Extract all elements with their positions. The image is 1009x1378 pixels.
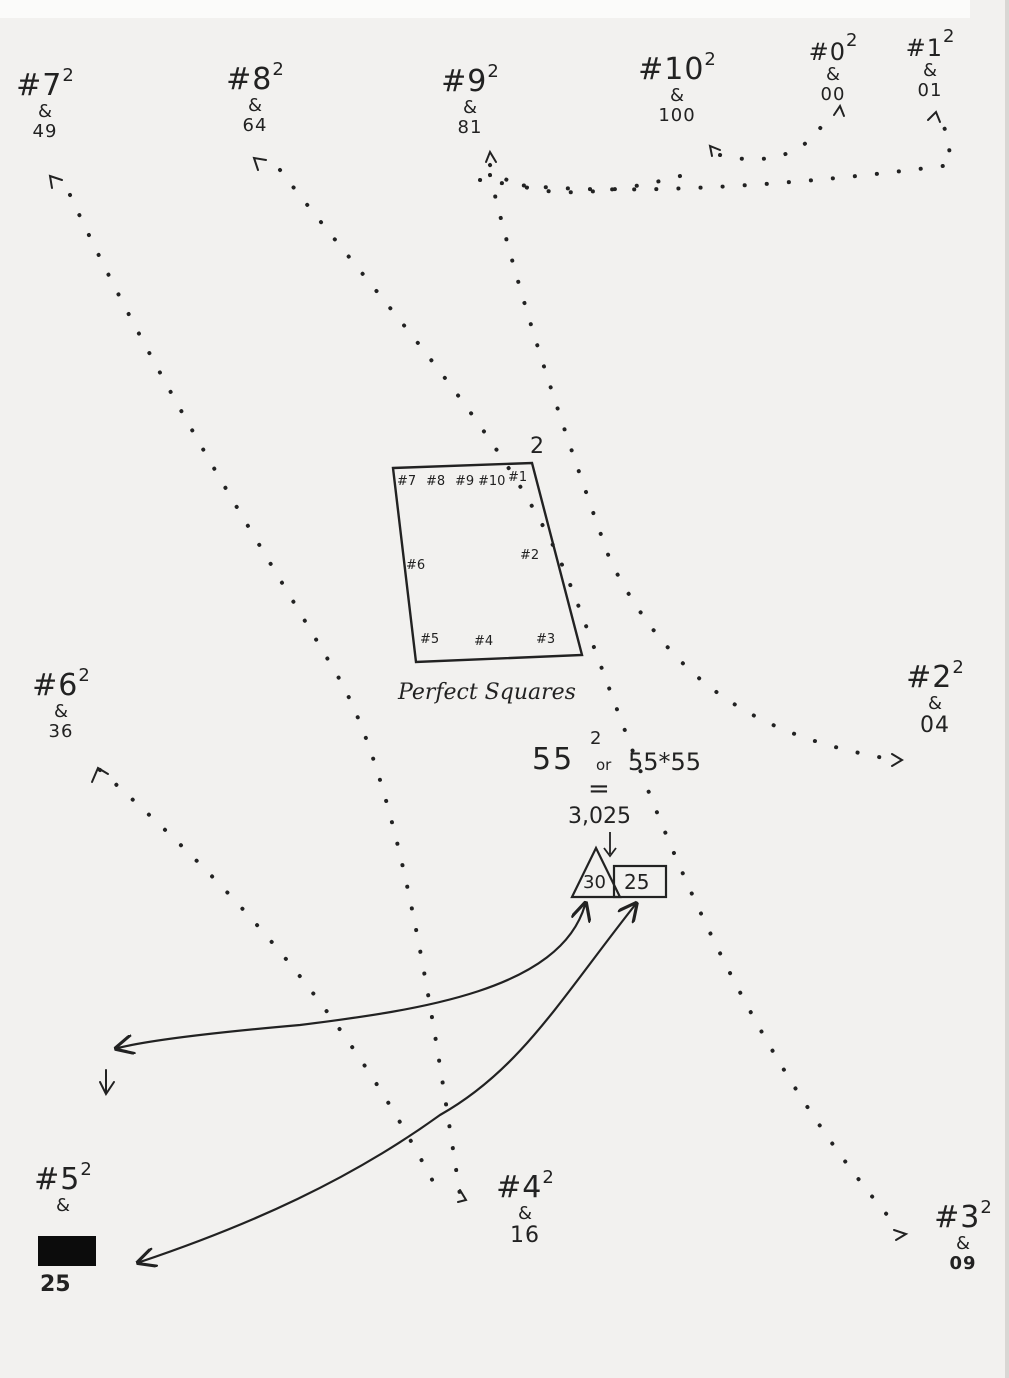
example-result: 3,025 bbox=[568, 804, 631, 829]
arrowhead-9 bbox=[485, 149, 497, 163]
node-2: #22 & 04 bbox=[906, 657, 964, 738]
path-top-loop bbox=[478, 108, 953, 192]
path-7-to-4 bbox=[68, 193, 462, 1197]
arrowhead-2 bbox=[891, 753, 904, 767]
box-label-2: #2 bbox=[520, 548, 540, 563]
example-equals: = bbox=[588, 774, 610, 804]
arrowhead-10 bbox=[708, 144, 721, 157]
example-exponent: 2 bbox=[590, 728, 602, 749]
redacted-block bbox=[38, 1236, 96, 1266]
box-label-3: #3 bbox=[536, 632, 556, 647]
example-down-arrow bbox=[603, 832, 617, 858]
example-or: or bbox=[596, 756, 612, 774]
arrowhead-1 bbox=[927, 110, 941, 123]
arrowhead-7 bbox=[48, 174, 63, 189]
example-product: 55*55 bbox=[628, 748, 702, 776]
box-label-6: #6 bbox=[406, 558, 426, 573]
box-label-8: #8 bbox=[426, 474, 446, 489]
arrowhead-3 bbox=[893, 1229, 909, 1241]
arrowhead-stray bbox=[99, 1069, 115, 1096]
box-exponent: 2 bbox=[530, 434, 544, 459]
node-9: #92 & 81 bbox=[441, 61, 499, 138]
example-triangle-part: 30 bbox=[583, 872, 606, 893]
node-10: #102 & 100 bbox=[638, 49, 716, 126]
perfect-squares-box bbox=[391, 461, 584, 664]
example-box bbox=[612, 864, 668, 899]
box-label-7: #7 bbox=[397, 474, 417, 489]
node-7: #72 & 49 bbox=[16, 65, 74, 142]
arrow-box-to-five bbox=[140, 905, 635, 1262]
example-triangle bbox=[570, 845, 622, 899]
node-5: #52 & bbox=[34, 1159, 92, 1216]
box-label-10: #10 bbox=[478, 474, 506, 489]
arrowhead-0 bbox=[833, 103, 845, 117]
node-6: #62 & 36 bbox=[32, 665, 90, 742]
arrowhead-8 bbox=[252, 156, 267, 171]
box-label-9: #9 bbox=[455, 474, 475, 489]
node-3: #32 & 09 bbox=[934, 1197, 992, 1274]
box-caption: Perfect Squares bbox=[398, 680, 576, 705]
node-8: #82 & 64 bbox=[226, 59, 284, 136]
node-5-square: 25 bbox=[40, 1272, 71, 1297]
box-label-1: #1 bbox=[508, 470, 528, 485]
example-box-part: 25 bbox=[624, 870, 650, 894]
path-9-to-10 bbox=[488, 163, 702, 195]
box-label-4: #4 bbox=[474, 634, 494, 649]
arrowhead-6 bbox=[91, 766, 109, 783]
path-8-to-3 bbox=[278, 168, 902, 1232]
node-4: #42 & 16 bbox=[496, 1167, 554, 1248]
paper-top-fold bbox=[0, 0, 970, 18]
node-0: #02 & 00 bbox=[808, 30, 858, 105]
box-label-5: #5 bbox=[420, 632, 440, 647]
example-base: 55 bbox=[532, 742, 575, 777]
node-1: #12 & 01 bbox=[905, 26, 955, 101]
